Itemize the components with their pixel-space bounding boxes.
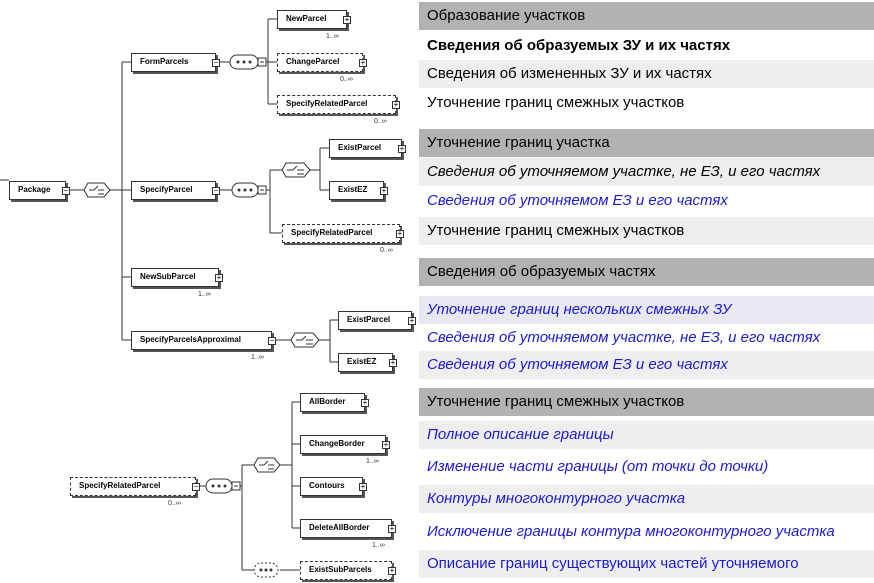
expand-icon[interactable]: + — [215, 273, 223, 282]
expand-icon[interactable]: + — [388, 566, 396, 575]
description-row: Контуры многоконтурного участка — [419, 485, 874, 513]
node-exist-parcel[interactable]: ExistParcel + — [329, 139, 406, 158]
cardinality: 0..∞ — [340, 76, 353, 83]
description-row: Уточнение границ участка — [419, 129, 874, 157]
node-label: SpecifyParcelsApproximal — [140, 335, 241, 344]
node-specify-related-parcel[interactable]: SpecifyRelatedParcel + — [277, 95, 400, 114]
node-label: NewSubParcel — [140, 272, 196, 281]
description-row: Сведения об образуемых частях — [419, 258, 874, 286]
expand-icon[interactable]: + — [408, 316, 416, 325]
expand-icon[interactable]: + — [382, 440, 390, 449]
expand-icon[interactable]: + — [359, 482, 367, 491]
node-change-border[interactable]: ChangeBorder + — [300, 435, 390, 454]
node-new-parcel[interactable]: NewParcel + — [277, 10, 351, 29]
node-label: FormParcels — [140, 57, 189, 66]
node-label: SpecifyRelatedParcel — [286, 99, 368, 108]
node-all-border[interactable]: AllBorder + — [300, 393, 369, 412]
node-specify-parcels-approximal[interactable]: SpecifyParcelsApproximal − — [131, 331, 276, 350]
cardinality: 1..∞ — [198, 291, 211, 298]
description-row: Образование участков — [419, 2, 874, 30]
node-new-sub-parcel[interactable]: NewSubParcel + — [131, 268, 223, 287]
description-row: Полное описание границы — [419, 421, 874, 449]
choice-icon — [290, 332, 320, 348]
description-row: Сведения об уточняемом участке, не ЕЗ, и… — [419, 158, 874, 186]
node-package[interactable]: Package − — [9, 181, 70, 200]
description-row: Уточнение границ смежных участков — [419, 89, 874, 117]
expand-icon[interactable]: + — [392, 100, 400, 109]
choice-icon — [253, 457, 281, 473]
description-row: Описание границ существующих частей уточ… — [419, 550, 874, 578]
expand-icon[interactable]: + — [380, 186, 388, 195]
expand-icon[interactable]: − — [212, 186, 220, 195]
cardinality: 1..∞ — [372, 542, 385, 549]
node-delete-all-border[interactable]: DeleteAllBorder + — [300, 519, 396, 538]
node-label: AllBorder — [309, 397, 346, 406]
description-row: Сведения об уточняемом участке, не ЕЗ, и… — [419, 324, 874, 352]
node-label: ExistParcel — [338, 143, 382, 152]
node-label: DeleteAllBorder — [309, 523, 370, 532]
node-label: ExistSubParcels — [309, 565, 372, 574]
node-label: Package — [18, 185, 51, 194]
cardinality: 0..∞ — [168, 500, 181, 507]
choice-icon — [83, 182, 111, 198]
description-row: Исключение границы контура многоконтурно… — [419, 518, 874, 546]
description-row: Сведения об уточняемом ЕЗ и его частях — [419, 351, 874, 379]
node-label: ExistEZ — [347, 357, 377, 366]
cardinality: 1..∞ — [251, 354, 264, 361]
expand-icon[interactable]: − — [268, 336, 276, 345]
expand-icon[interactable]: + — [343, 15, 351, 24]
node-specify-parcel[interactable]: SpecifyParcel − — [131, 181, 220, 200]
description-row: Изменение части границы (от точки до точ… — [419, 453, 874, 481]
node-label: SpecifyRelatedParcel — [79, 481, 161, 490]
description-row: Уточнение границ смежных участков — [419, 388, 874, 416]
node-exist-sub-parcels[interactable]: ExistSubParcels + — [300, 561, 396, 580]
expand-icon[interactable]: + — [359, 58, 367, 67]
description-row: Сведения об уточняемом ЕЗ и его частях — [419, 187, 874, 215]
node-label: SpecifyRelatedParcel — [291, 228, 373, 237]
expand-icon[interactable]: − — [212, 58, 220, 67]
node-specify-related-parcel[interactable]: SpecifyRelatedParcel + — [282, 224, 404, 243]
node-specify-related-parcel-root[interactable]: SpecifyRelatedParcel − — [70, 477, 200, 496]
node-exist-parcel[interactable]: ExistParcel + — [338, 311, 416, 330]
node-label: ExistParcel — [347, 315, 391, 324]
node-change-parcel[interactable]: ChangeParcel + — [277, 53, 367, 72]
description-row: Уточнение границ нескольких смежных ЗУ — [419, 296, 874, 324]
node-contours[interactable]: Contours + — [300, 477, 367, 496]
node-label: SpecifyParcel — [140, 185, 193, 194]
cardinality: 1..∞ — [366, 458, 379, 465]
node-exist-ez[interactable]: ExistEZ + — [329, 181, 388, 200]
expand-icon[interactable]: − — [192, 482, 200, 491]
expand-icon[interactable]: + — [361, 398, 369, 407]
node-label: Contours — [309, 481, 345, 490]
expand-icon[interactable]: + — [388, 524, 396, 533]
node-form-parcels[interactable]: FormParcels − — [131, 53, 220, 72]
choice-icon — [281, 162, 311, 178]
expand-icon[interactable]: − — [62, 186, 70, 195]
expand-icon[interactable]: + — [389, 358, 397, 367]
node-label: NewParcel — [286, 14, 327, 23]
node-label: ExistEZ — [338, 185, 368, 194]
description-row: Уточнение границ смежных участков — [419, 217, 874, 245]
expand-icon[interactable]: + — [398, 144, 406, 153]
cardinality: 1..∞ — [326, 33, 339, 40]
node-label: ChangeParcel — [286, 57, 340, 66]
node-label: ChangeBorder — [309, 439, 365, 448]
expand-icon[interactable]: + — [396, 229, 404, 238]
cardinality: 0..∞ — [380, 247, 393, 254]
description-row: Сведения об измененных ЗУ и их частях — [419, 60, 874, 88]
description-row: Сведения об образуемых ЗУ и их частях — [419, 32, 874, 60]
cardinality: 0..∞ — [374, 118, 387, 125]
node-exist-ez[interactable]: ExistEZ + — [338, 353, 397, 372]
